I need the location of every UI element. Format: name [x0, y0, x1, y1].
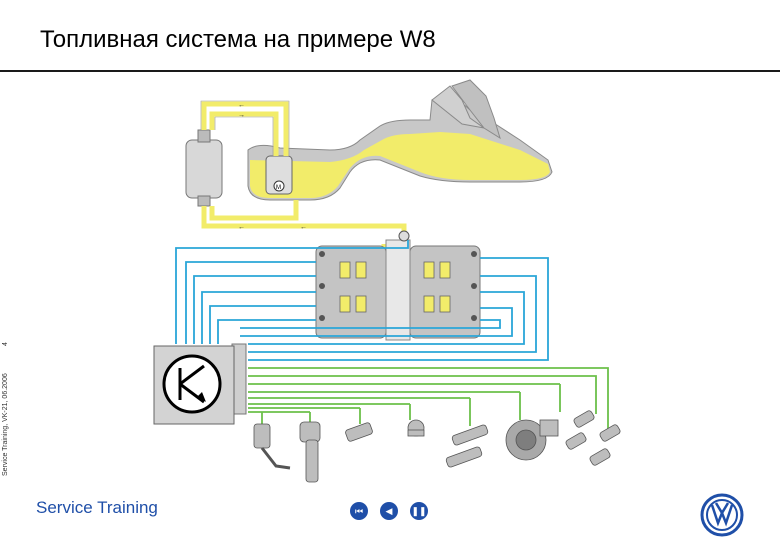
pause-button[interactable]: ❚❚: [410, 502, 428, 520]
sensors: [253, 410, 621, 483]
green-signal-lines: [248, 367, 609, 430]
lambda-probe: [445, 424, 489, 468]
svg-text:←: ←: [300, 224, 307, 231]
temperature-sensor: [407, 419, 425, 437]
svg-text:→: →: [238, 112, 245, 119]
engine-control-unit: [153, 343, 247, 425]
air-mass-meter: [299, 421, 321, 483]
footer-brand: Service Training: [36, 498, 158, 517]
engine-mounts: [319, 251, 477, 321]
accelerator-pedal-sensor: [253, 423, 291, 470]
fuel-line-outline: [200, 100, 290, 156]
pause-icon: ❚❚: [411, 506, 427, 516]
fuel-tank: [247, 79, 553, 201]
first-slide-button[interactable]: ⏮: [350, 502, 368, 520]
svg-text:←: ←: [238, 224, 245, 231]
fuel-filter: [185, 129, 223, 207]
fuel-pump: M: [265, 155, 293, 195]
throttle-body: [505, 419, 559, 461]
svg-text:M: M: [276, 185, 281, 191]
ignition-coils: [565, 410, 621, 466]
vw-logo: [700, 493, 744, 537]
injectors: [339, 261, 451, 313]
flow-arrows: ← → ← ←: [238, 102, 307, 231]
skip-back-icon: ⏮: [354, 506, 364, 516]
previous-slide-button[interactable]: ◀: [380, 502, 398, 520]
title-divider: [0, 70, 780, 72]
blue-signal-lines: [175, 240, 549, 361]
svg-text:←: ←: [238, 102, 245, 109]
knock-sensor: [345, 422, 373, 442]
back-arrow-icon: ◀: [385, 506, 393, 516]
page-title: Топливная система на примере W8: [40, 26, 436, 53]
